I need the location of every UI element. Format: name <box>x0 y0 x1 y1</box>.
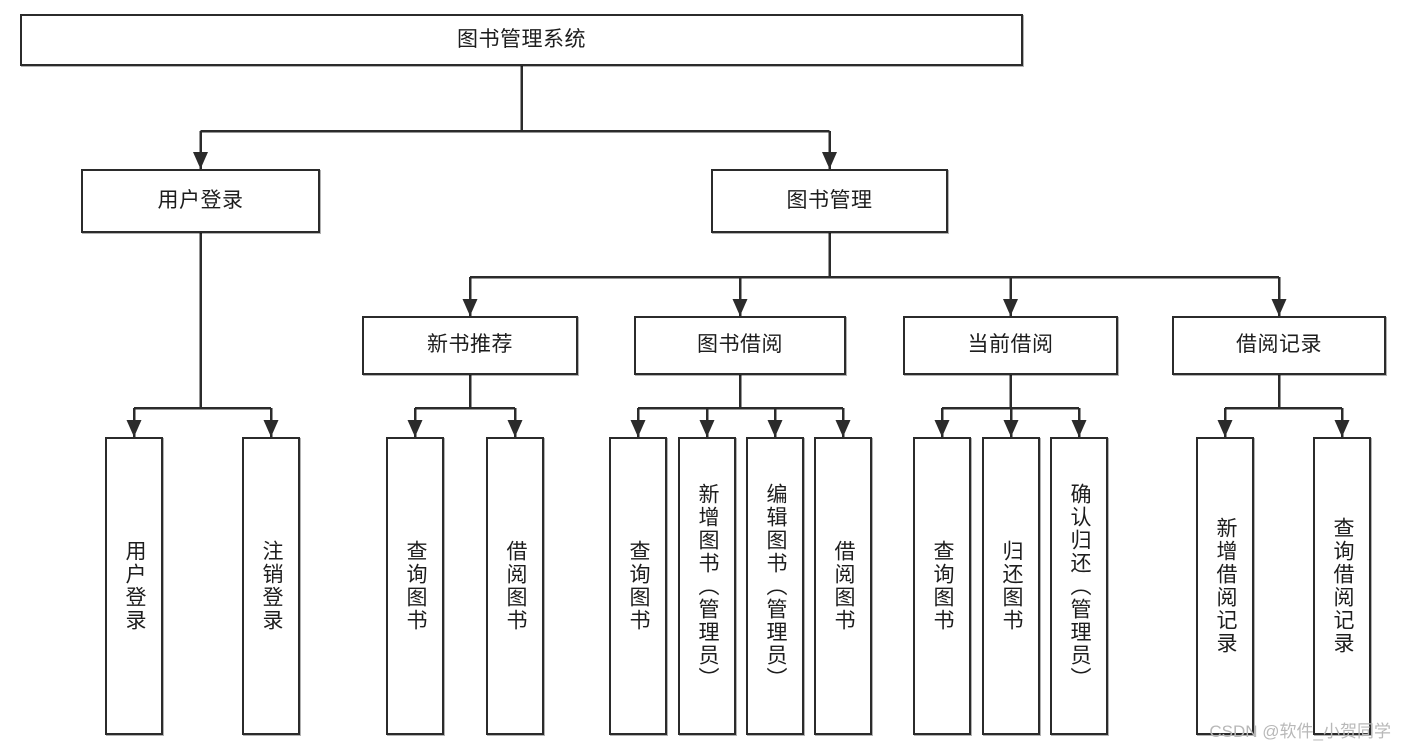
arrow-head-icon-current-0 <box>934 420 950 437</box>
arrow-head-icon-bookmgmt-1 <box>732 299 748 316</box>
node-label-leaf-cur-2: 归还图书 <box>1000 540 1024 632</box>
node-label-bookmgmt: 图书管理 <box>786 188 873 212</box>
node-label-records: 借阅记录 <box>1236 333 1322 357</box>
node-label-root: 图书管理系统 <box>457 27 586 51</box>
node-label-leaf-new-1: 查询图书 <box>404 540 428 632</box>
arrow-head-icon-current-1 <box>1003 420 1019 437</box>
node-leaf-bor-3[interactable]: 编辑图书（管理员） <box>746 437 804 735</box>
arrow-head-icon-borrow-0 <box>630 420 646 437</box>
arrow-head-icon-login-1 <box>263 420 279 437</box>
node-label-newbook: 新书推荐 <box>427 333 513 357</box>
node-label-leaf-bor-1: 查询图书 <box>627 540 651 632</box>
arrow-head-icon-borrow-1 <box>699 420 715 437</box>
node-label-leaf-new-2: 借阅图书 <box>504 540 528 632</box>
node-login[interactable]: 用户登录 <box>81 169 320 233</box>
node-leaf-login-2[interactable]: 注销登录 <box>242 437 300 735</box>
node-label-leaf-cur-3: 确认归还（管理员） <box>1068 482 1092 690</box>
arrow-head-icon-newbook-1 <box>507 420 523 437</box>
node-root[interactable]: 图书管理系统 <box>20 14 1023 66</box>
node-label-leaf-rec-2: 查询借阅记录 <box>1331 517 1355 655</box>
arrow-head-icon-current-2 <box>1071 420 1087 437</box>
arrow-head-icon-login-0 <box>126 420 142 437</box>
node-bookmgmt[interactable]: 图书管理 <box>711 169 948 233</box>
node-leaf-cur-3[interactable]: 确认归还（管理员） <box>1050 437 1108 735</box>
node-leaf-bor-2[interactable]: 新增图书（管理员） <box>678 437 736 735</box>
node-leaf-cur-1[interactable]: 查询图书 <box>913 437 971 735</box>
node-leaf-bor-1[interactable]: 查询图书 <box>609 437 667 735</box>
node-leaf-new-2[interactable]: 借阅图书 <box>486 437 544 735</box>
node-leaf-rec-1[interactable]: 新增借阅记录 <box>1196 437 1254 735</box>
arrow-head-icon-records-0 <box>1217 420 1233 437</box>
node-label-borrow: 图书借阅 <box>697 333 783 357</box>
node-label-leaf-login-2: 注销登录 <box>260 540 284 632</box>
node-newbook[interactable]: 新书推荐 <box>362 316 578 375</box>
arrow-head-icon-newbook-0 <box>407 420 423 437</box>
node-leaf-cur-2[interactable]: 归还图书 <box>982 437 1040 735</box>
node-label-login: 用户登录 <box>157 188 244 212</box>
node-leaf-new-1[interactable]: 查询图书 <box>386 437 444 735</box>
node-records[interactable]: 借阅记录 <box>1172 316 1386 375</box>
node-label-leaf-bor-4: 借阅图书 <box>832 540 856 632</box>
arrow-head-icon-borrow-3 <box>835 420 851 437</box>
node-current[interactable]: 当前借阅 <box>903 316 1118 375</box>
watermark-label: CSDN @软件_小贺同学 <box>1209 722 1391 741</box>
node-label-current: 当前借阅 <box>967 333 1054 357</box>
arrow-head-icon-borrow-2 <box>767 420 783 437</box>
node-label-leaf-rec-1: 新增借阅记录 <box>1214 517 1238 655</box>
node-leaf-bor-4[interactable]: 借阅图书 <box>814 437 872 735</box>
arrow-head-icon-records-1 <box>1334 420 1350 437</box>
arrow-head-icon-root-1 <box>822 152 837 169</box>
arrow-head-icon-root-0 <box>193 152 208 169</box>
node-label-leaf-bor-2: 新增图书（管理员） <box>696 482 720 690</box>
arrow-head-icon-bookmgmt-0 <box>462 299 478 316</box>
arrow-head-icon-bookmgmt-2 <box>1003 299 1018 316</box>
node-leaf-rec-2[interactable]: 查询借阅记录 <box>1313 437 1371 735</box>
node-borrow[interactable]: 图书借阅 <box>634 316 846 375</box>
node-label-leaf-cur-1: 查询图书 <box>931 540 955 632</box>
node-leaf-login-1[interactable]: 用户登录 <box>105 437 163 735</box>
node-label-leaf-login-1: 用户登录 <box>123 540 147 632</box>
node-label-leaf-bor-3: 编辑图书（管理员） <box>764 482 788 690</box>
arrow-head-icon-bookmgmt-3 <box>1271 299 1287 316</box>
